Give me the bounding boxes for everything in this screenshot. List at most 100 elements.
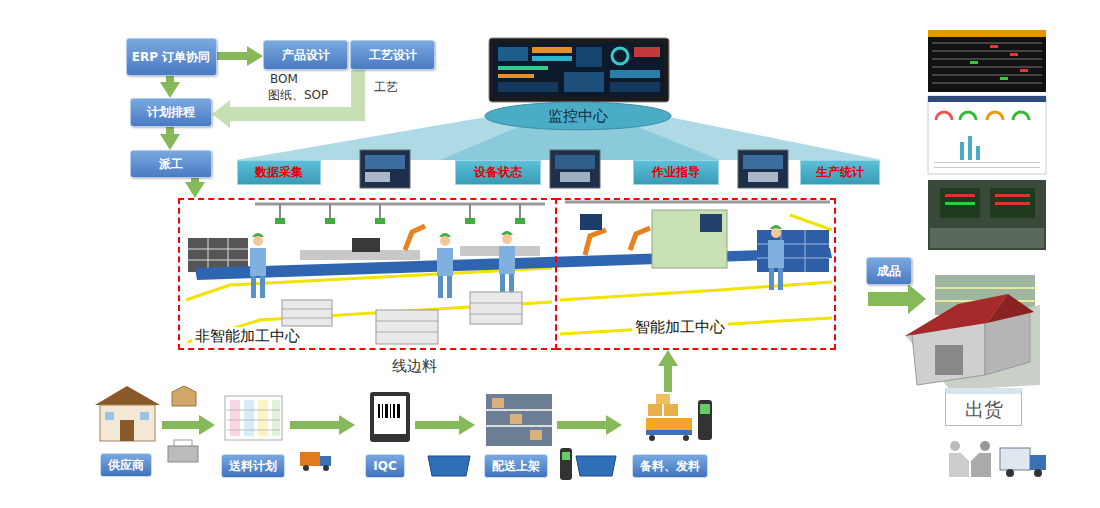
monitor-screen bbox=[498, 74, 534, 78]
production-line bbox=[565, 201, 830, 204]
dashboard-screenshots bbox=[932, 42, 1042, 44]
node-text: 数据采集 bbox=[255, 165, 303, 179]
process-box: 产品设计 bbox=[263, 40, 348, 70]
supply-icons bbox=[105, 412, 114, 420]
production-line bbox=[376, 310, 438, 344]
screen-photo bbox=[748, 172, 778, 182]
production-line bbox=[515, 218, 525, 224]
flow-arrow bbox=[664, 366, 672, 392]
production-line bbox=[585, 230, 606, 255]
process-box: 计划排程 bbox=[130, 98, 212, 127]
production-line bbox=[250, 233, 266, 298]
supply-icons bbox=[397, 404, 400, 418]
supply-icons bbox=[393, 404, 395, 418]
node-text: 作业指导 bbox=[652, 165, 700, 179]
production-line bbox=[376, 332, 438, 333]
dashboard-screenshots bbox=[936, 112, 952, 120]
screen-photo bbox=[360, 150, 410, 188]
finished-goods-arrow bbox=[868, 284, 926, 314]
dashboard-screenshots bbox=[932, 58, 1042, 60]
supply-icons bbox=[486, 409, 552, 411]
production-line bbox=[768, 225, 784, 290]
production-line bbox=[186, 202, 832, 344]
production-line bbox=[560, 282, 832, 300]
dashboard-screenshots bbox=[945, 202, 975, 205]
screen-photo bbox=[365, 172, 390, 182]
dashboard-screenshots bbox=[934, 162, 1040, 163]
dashboard-screenshots bbox=[928, 30, 1046, 92]
production-line bbox=[275, 218, 285, 224]
document-label: 工艺 bbox=[374, 80, 398, 94]
warehouse bbox=[905, 294, 1008, 336]
supply-icons bbox=[303, 465, 309, 471]
dashboard-screenshots bbox=[928, 180, 1046, 250]
shipping-sign: 出货 bbox=[945, 388, 1022, 426]
supply-icons bbox=[227, 430, 280, 431]
supply-icons bbox=[227, 410, 280, 411]
node-text: 备料、发料 bbox=[632, 454, 708, 478]
monitor-screen bbox=[498, 47, 528, 61]
supply-icons bbox=[244, 400, 254, 436]
node-text: ERP 订单协同 bbox=[132, 50, 210, 64]
node-text: 设备状态 bbox=[474, 165, 522, 179]
supply-icons bbox=[95, 386, 160, 405]
dashed-region: 非智能加工中心 bbox=[178, 198, 557, 350]
dashboard-screenshots bbox=[1000, 77, 1008, 80]
node-text: 派工 bbox=[159, 157, 183, 171]
dashboard-screenshots bbox=[970, 61, 978, 64]
dashboard-screenshots bbox=[940, 188, 980, 218]
supply-icons bbox=[378, 404, 380, 418]
supply-icons bbox=[646, 418, 692, 430]
supply-icons bbox=[698, 400, 712, 440]
flow-arrow bbox=[290, 421, 339, 429]
handshake-and-truck bbox=[1006, 469, 1014, 477]
supply-icons bbox=[576, 456, 616, 476]
production-line bbox=[757, 230, 829, 272]
dashboard-screenshots bbox=[960, 112, 976, 120]
supply-icons bbox=[648, 404, 662, 416]
production-line bbox=[375, 218, 385, 224]
supply-icons bbox=[323, 465, 329, 471]
flow-arrow bbox=[230, 70, 358, 114]
dashboard-screenshots bbox=[960, 142, 964, 160]
supply-icons bbox=[370, 392, 410, 442]
node-text: 成品 bbox=[877, 264, 901, 278]
warehouse bbox=[935, 345, 963, 375]
monitor-screen bbox=[610, 82, 660, 92]
monitor-screen bbox=[564, 72, 604, 92]
logistics-step: 送料计划 bbox=[215, 388, 290, 478]
node-text: 生产统计 bbox=[816, 165, 864, 179]
node-text: 智能加工中心 bbox=[632, 318, 728, 336]
dashed-region: 智能加工中心 bbox=[555, 198, 836, 350]
node-text: 供应商 bbox=[100, 453, 152, 477]
production-line bbox=[352, 238, 380, 252]
dashboard-screenshots bbox=[1013, 112, 1029, 120]
warehouse bbox=[935, 287, 1035, 289]
monitor-screen bbox=[498, 82, 558, 92]
production-line bbox=[282, 309, 332, 310]
flow-arrow bbox=[415, 421, 459, 429]
dashboard-screenshots bbox=[928, 96, 1046, 102]
dashboard-screenshots bbox=[990, 45, 998, 48]
node-text: 配送上架 bbox=[484, 454, 548, 478]
function-tab: 作业指导 bbox=[633, 160, 719, 185]
flow-arrow bbox=[162, 421, 199, 429]
supply-icons bbox=[227, 420, 280, 421]
production-line bbox=[188, 249, 248, 250]
function-tab: 数据采集 bbox=[237, 160, 321, 185]
production-line bbox=[700, 214, 722, 232]
supply-icons bbox=[272, 400, 280, 436]
node-text: 监控中心 bbox=[548, 107, 608, 125]
production-line bbox=[499, 231, 515, 296]
production-line bbox=[470, 314, 522, 315]
dashboard-screenshots bbox=[932, 50, 1042, 52]
product-box: 成品 bbox=[866, 257, 912, 285]
production-line bbox=[188, 260, 248, 261]
supply-icons bbox=[172, 386, 196, 406]
supplier-step: 供应商 bbox=[90, 385, 162, 477]
supply-icons bbox=[562, 452, 570, 460]
dashboard-screenshots bbox=[932, 82, 1042, 84]
dashboard-screenshots bbox=[928, 30, 1046, 250]
supply-icons bbox=[428, 456, 470, 476]
